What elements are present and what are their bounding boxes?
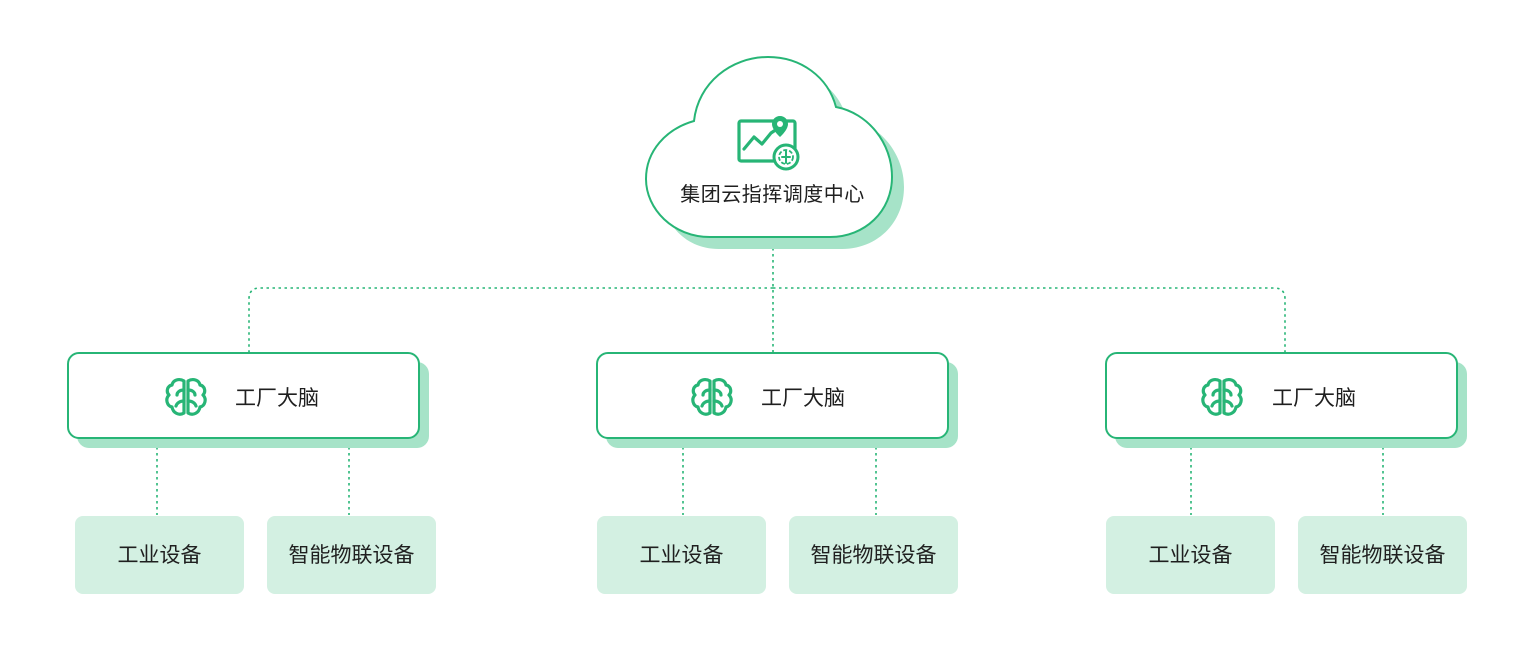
brain-icon	[691, 378, 733, 416]
brain-icon	[165, 378, 207, 416]
device-industrial-2: 工业设备	[597, 516, 766, 594]
factory-card: 工厂大脑	[1105, 352, 1458, 439]
factory-brain-node-1: 工厂大脑	[67, 352, 429, 448]
cloud-center-label: 集团云指挥调度中心	[680, 182, 865, 206]
location-pin-icon	[772, 116, 788, 137]
brain-icon	[1201, 378, 1243, 416]
factory-brain-label: 工厂大脑	[235, 386, 319, 410]
factory-card: 工厂大脑	[67, 352, 420, 439]
factory-card: 工厂大脑	[596, 352, 949, 439]
factory-brain-node-2: 工厂大脑	[596, 352, 958, 448]
sync-badge-icon	[772, 143, 800, 171]
device-industrial-1: 工业设备	[75, 516, 244, 594]
device-iot-2: 智能物联设备	[789, 516, 958, 594]
device-iot-1: 智能物联设备	[267, 516, 436, 594]
cloud-command-center: 集团云指挥调度中心	[640, 55, 905, 250]
factory-brain-label: 工厂大脑	[761, 386, 845, 410]
device-industrial-3: 工业设备	[1106, 516, 1275, 594]
connector-left-branch	[248, 287, 773, 352]
factory-brain-node-3: 工厂大脑	[1105, 352, 1467, 448]
factory-brain-label: 工厂大脑	[1272, 386, 1356, 410]
connector-right-branch	[773, 287, 1286, 352]
device-iot-3: 智能物联设备	[1298, 516, 1467, 594]
monitoring-screen-icon	[737, 116, 800, 171]
